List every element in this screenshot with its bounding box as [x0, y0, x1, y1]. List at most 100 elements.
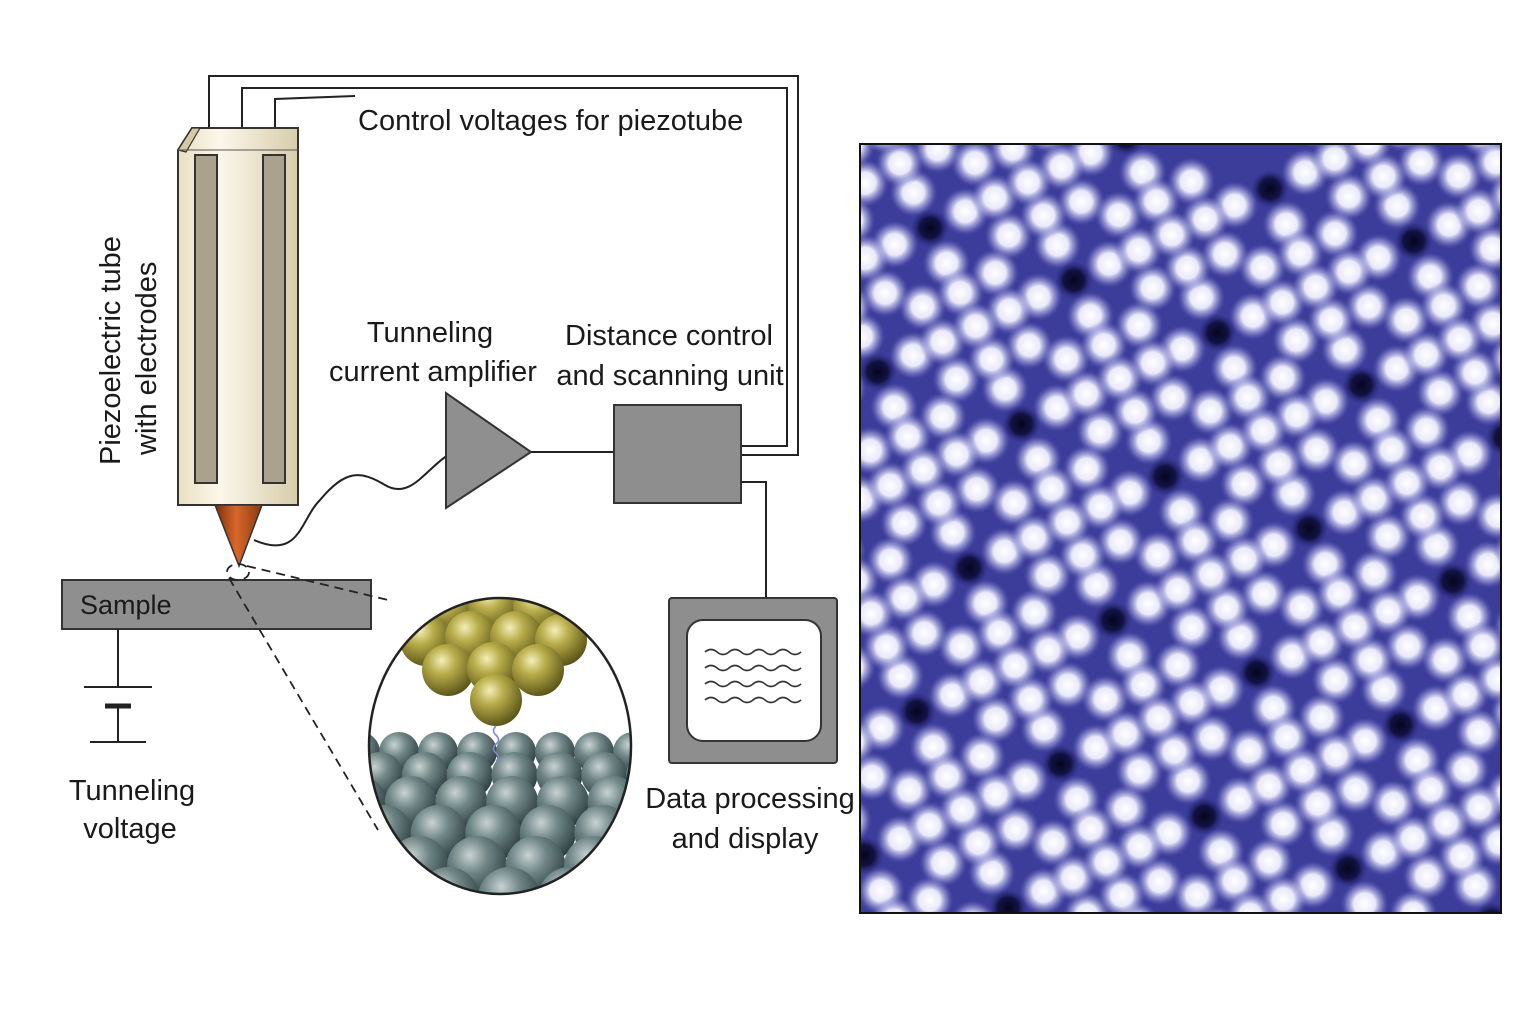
stm-bright-spot [1094, 191, 1143, 240]
stm-bright-spot [885, 766, 934, 815]
stm-bright-spot [975, 96, 1023, 144]
stm-bright-spot [1468, 224, 1501, 273]
electrode-left [194, 154, 218, 484]
stm-bright-spot [899, 445, 948, 494]
stm-bright-spot [1044, 661, 1092, 710]
sample-atom [477, 867, 540, 894]
stm-bright-spot [1464, 540, 1501, 589]
stm-bright-spot [951, 900, 995, 913]
stm-bright-spot [1277, 583, 1326, 632]
stm-bright-spot [1473, 492, 1501, 540]
stm-bright-spot [1135, 857, 1184, 906]
stm-dark-hole [1290, 509, 1328, 548]
stm-bright-spot [937, 622, 986, 671]
piezo-tube-label-line2: with electrodes [131, 262, 163, 456]
stm-bright-spot [1043, 498, 1092, 547]
stm-dark-hole [1054, 261, 1093, 300]
sample-atom [538, 867, 601, 894]
stm-bright-spot [809, 413, 857, 461]
stm-bright-spot [1498, 298, 1501, 322]
sample-atom [369, 867, 419, 894]
piezo-tube-label-line1: Piezoelectric tube [95, 236, 127, 465]
stm-bright-spot [1023, 551, 1072, 600]
stm-dark-hole [989, 888, 1028, 913]
stm-bright-spot [1472, 144, 1501, 187]
stm-bright-spot [1186, 387, 1235, 436]
stm-bright-spot [1101, 784, 1150, 833]
stm-bright-spot [1042, 335, 1091, 383]
stm-bright-spot [1062, 445, 1111, 493]
stm-bright-spot [1154, 641, 1202, 690]
stm-bright-spot [1402, 405, 1451, 454]
stm-bright-spot [1436, 478, 1485, 527]
stm-bright-spot [1163, 920, 1211, 968]
stm-bright-spot [1010, 588, 1059, 637]
stm-bright-spot [1147, 210, 1196, 259]
stm-bright-spot [1292, 426, 1341, 475]
stm-bright-spot [1455, 708, 1501, 757]
tunneling-voltage-label-line1: Tunneling [69, 775, 195, 807]
stm-bright-spot [1167, 157, 1216, 206]
stm-dark-hole [1108, 144, 1144, 156]
stm-bright-spot [1311, 209, 1359, 258]
stm-bright-spot [951, 302, 1000, 351]
stm-bright-spot [860, 910, 869, 913]
stm-bright-spot [1226, 890, 1275, 913]
stm-dark-hole [1041, 745, 1080, 783]
stm-bright-spot [1259, 799, 1307, 848]
stm-dark-hole [1002, 405, 1041, 444]
stm-bright-spot [864, 144, 904, 154]
stm-dark-hole [860, 352, 897, 391]
stm-bright-spot [905, 876, 954, 913]
stm-bright-spot [990, 641, 1039, 690]
stm-bright-spot [1503, 881, 1536, 929]
electrode-right [262, 154, 286, 484]
distance-control-label-line2: and scanning unit [556, 360, 783, 392]
stm-bright-spot [1001, 919, 1049, 967]
stm-bright-spot [1291, 909, 1316, 913]
stm-bright-spot [1201, 230, 1249, 278]
control-wires [208, 75, 799, 456]
stm-bright-spot [1340, 879, 1389, 913]
stm-bright-spot [932, 355, 981, 404]
stm-bright-spot [900, 609, 949, 657]
stm-bright-spot [1503, 205, 1536, 253]
sample-atom [564, 836, 624, 894]
stm-bright-spot [1128, 263, 1177, 312]
stm-dark-hole [950, 548, 989, 587]
stm-dark-hole [1198, 313, 1237, 352]
stm-bright-spot [1004, 158, 1053, 207]
stm-bright-spot [1297, 693, 1346, 742]
stm-bright-spot [1245, 837, 1294, 886]
stm-bright-spot [1402, 852, 1451, 901]
stm-bright-spot [1329, 439, 1378, 488]
display-label-line2: and display [672, 823, 819, 855]
display-waves [704, 648, 802, 704]
stm-bright-spot [1369, 779, 1417, 828]
stm-bright-spot [919, 838, 968, 887]
stm-bright-spot [957, 732, 1006, 781]
stm-bright-spot [860, 234, 890, 283]
stm-dark-hole [1394, 222, 1433, 261]
stm-bright-spot [1167, 603, 1216, 652]
sample-label: Sample [80, 590, 172, 620]
stm-bright-spot [984, 211, 1033, 260]
stm-dark-hole [1237, 653, 1276, 692]
amplifier-label-line2: current amplifier [329, 356, 537, 388]
stm-bright-spot [971, 248, 1020, 297]
stm-bright-spot [1330, 602, 1379, 651]
stm-bright-spot [1095, 354, 1144, 403]
stm-bright-spot [971, 695, 1020, 744]
stm-bright-spot [1421, 635, 1470, 684]
stm-bright-spot [875, 144, 924, 188]
stm-bright-spot [1422, 798, 1471, 847]
stm-bright-spot [1133, 531, 1182, 580]
stm-bright-spot [918, 392, 967, 441]
stm-bright-spot [861, 269, 910, 318]
stm-bright-spot [866, 536, 915, 585]
stm-bright-spot [1493, 533, 1501, 569]
stm-bright-spot [860, 589, 896, 638]
stm-dark-hole [1474, 902, 1501, 913]
tip-atom [470, 674, 522, 726]
